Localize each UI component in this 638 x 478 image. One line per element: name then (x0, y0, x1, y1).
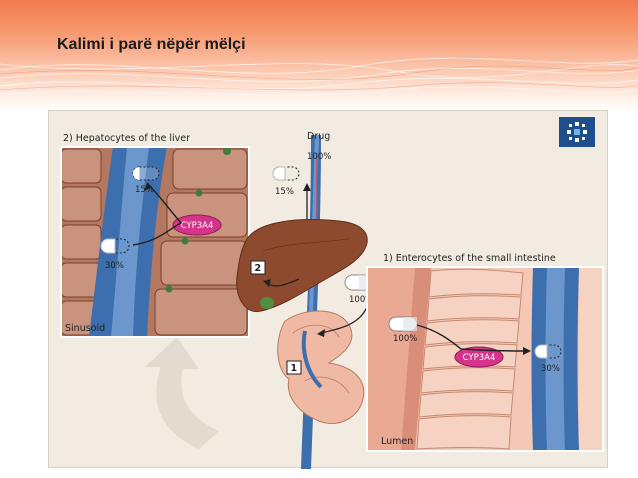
liver-metabolism-arrow (132, 182, 183, 246)
slide-title: Kalimi i parë nëpër mëlçi (57, 36, 246, 53)
drug-label: Drug (307, 131, 330, 142)
first-pass-figure: 2) Hepatocytes of the liver (48, 110, 608, 469)
absorption-arrow (320, 306, 368, 334)
first-pass-diagram: 2) Hepatocytes of the liver (60, 117, 604, 469)
lumen-label: Lumen (381, 436, 413, 447)
background-curved-arrow (145, 337, 219, 449)
enterocyte-in-percent: 100% (393, 334, 417, 344)
liver-panel-title: 2) Hepatocytes of the liver (63, 133, 190, 144)
slide-header: Kalimi i parë nëpër mëlçi (0, 0, 638, 112)
header-wave-lines (0, 57, 638, 96)
enterocyte-metabolism-arrow (416, 324, 528, 352)
publisher-logo (559, 117, 595, 147)
step-two-marker: 2 (250, 260, 266, 275)
enterocyte-input-capsule (388, 316, 418, 332)
enterocyte-output-capsule (534, 344, 562, 359)
gallbladder (260, 297, 274, 309)
liver-organ (236, 219, 368, 313)
svg-text:CYP3A4: CYP3A4 (181, 221, 214, 231)
liver-panel (60, 146, 250, 338)
cyp3a4-liver-enzyme: CYP3A4 (172, 214, 222, 236)
liver-metabolized-capsule (132, 166, 160, 181)
intestine-dose-percent: 100% (349, 295, 373, 305)
svg-text:1: 1 (291, 363, 298, 374)
liver-in-percent: 30% (105, 261, 124, 271)
liver-input-capsule (100, 238, 130, 254)
drug-percent: 100% (307, 152, 331, 162)
sinusoid-label: Sinusoid (65, 323, 105, 334)
vessel-output-capsule (272, 166, 300, 181)
intestine-panel (366, 266, 604, 452)
svg-text:CYP3A4: CYP3A4 (463, 353, 496, 363)
step-one-marker: 1 (286, 360, 302, 375)
svg-text:2: 2 (255, 263, 262, 274)
enterocyte-out-percent: 30% (541, 364, 560, 374)
vessel-out-percent: 15% (275, 187, 294, 197)
intestine-panel-title: 1) Enterocytes of the small intestine (383, 253, 556, 264)
cyp3a4-intestine-enzyme: CYP3A4 (454, 346, 504, 368)
